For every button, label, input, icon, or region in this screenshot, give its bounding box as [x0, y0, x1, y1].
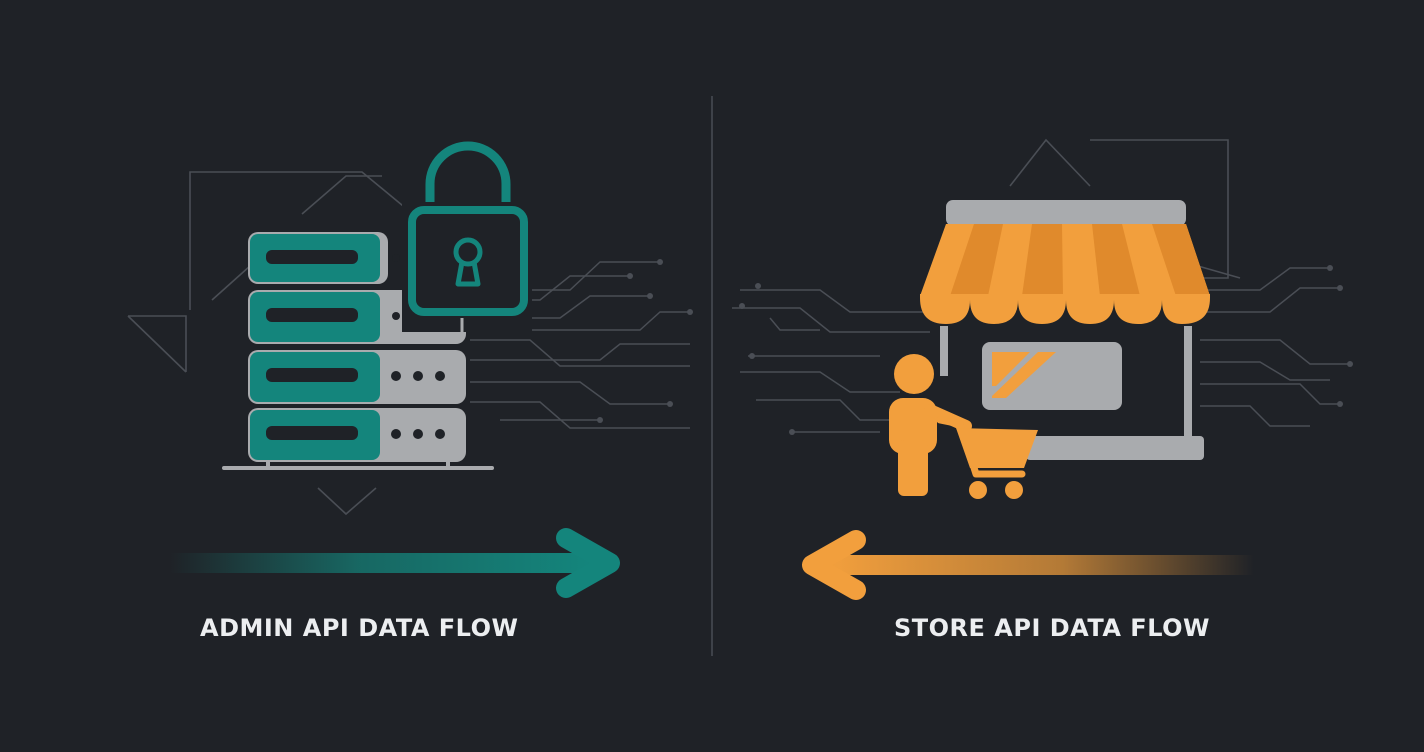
- shopping-cart-icon: [936, 416, 1038, 499]
- admin-api-label: ADMIN API DATA FLOW: [200, 614, 519, 642]
- padlock-icon: [402, 141, 532, 332]
- store-circuit-nodes: [739, 265, 1353, 435]
- storefront-icon: [920, 200, 1210, 460]
- admin-flow-arrow: [170, 528, 620, 598]
- admin-circuit-nodes: [597, 259, 693, 423]
- server-unit: [248, 408, 466, 462]
- store-circuit-traces: [732, 267, 1350, 433]
- admin-background-outline: [127, 171, 421, 516]
- server-unit: [248, 350, 466, 404]
- store-flow-arrow: [802, 530, 1254, 600]
- store-background-outline: [1009, 138, 1241, 279]
- store-api-label: STORE API DATA FLOW: [894, 614, 1211, 642]
- server-unit: [248, 232, 400, 284]
- admin-circuit-traces: [470, 261, 690, 429]
